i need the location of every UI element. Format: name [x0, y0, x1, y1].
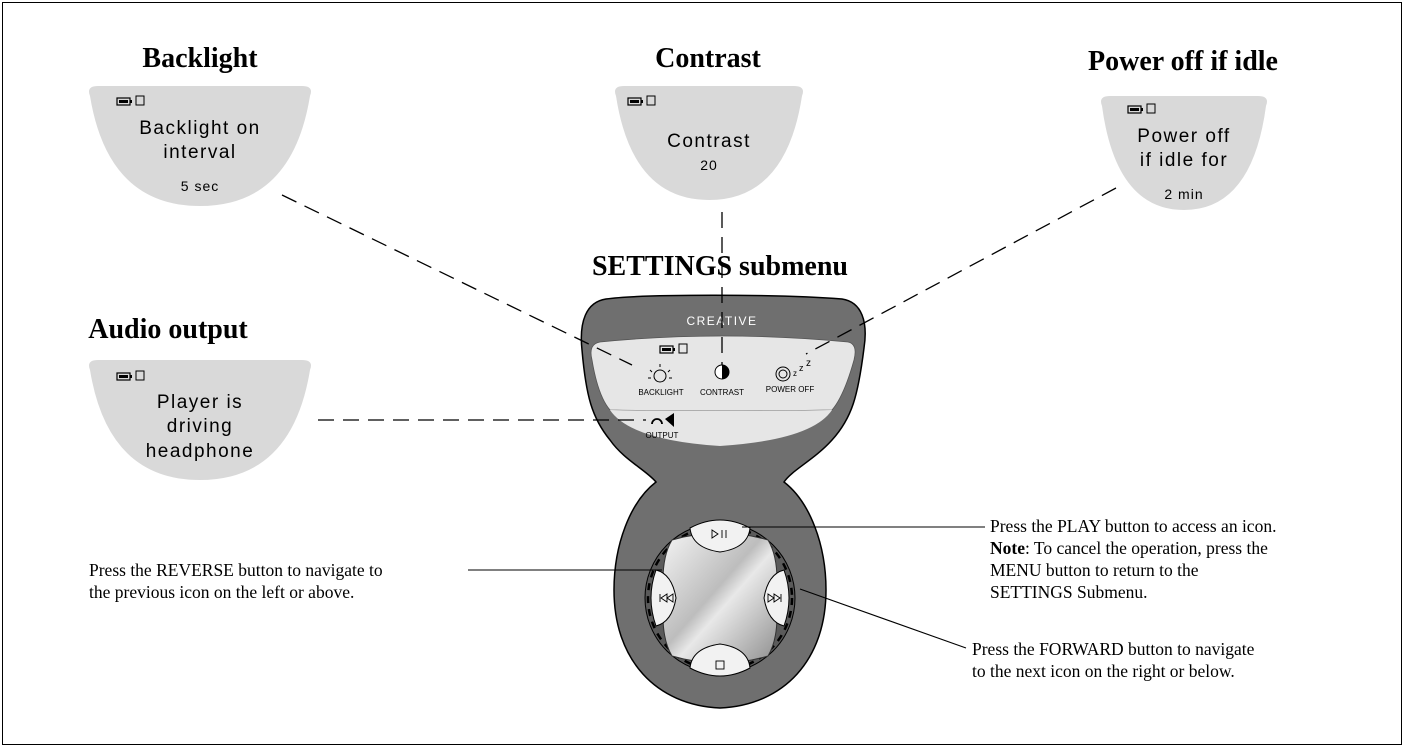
- brand-logo: CREATIVE: [686, 314, 757, 328]
- reverse-callout-line1: Press the REVERSE button to navigate to: [89, 560, 383, 580]
- play-note-text: : To cancel the operation, press the: [1025, 538, 1268, 558]
- backlight-screen-line2: interval: [163, 142, 236, 163]
- memory-icon: [135, 95, 145, 106]
- battery-icon: [659, 345, 675, 354]
- audio-output-heading: Audio output: [88, 314, 248, 345]
- play-callout-line2: Note: To cancel the operation, press the: [990, 538, 1268, 558]
- backlight-screen: Backlight on interval 5 sec: [89, 86, 311, 206]
- power-off-screen-value: 2 min: [1164, 186, 1203, 202]
- memory-icon: [135, 370, 145, 381]
- play-callout-line3: MENU button to return to the: [990, 560, 1199, 580]
- power-off-screen-line2: if idle for: [1140, 150, 1228, 171]
- output-icon-label: OUTPUT: [646, 431, 679, 440]
- dashed-connectors: [281, 187, 1117, 421]
- forward-button[interactable]: [763, 569, 790, 627]
- battery-icon: [116, 372, 132, 381]
- power-off-screen: Power off if idle for 2 min: [1101, 96, 1267, 210]
- play-note-label: Note: [990, 538, 1025, 558]
- settings-submenu-title: SETTINGS submenu: [592, 251, 848, 282]
- audio-screen-line1: Player is: [157, 392, 243, 413]
- reverse-callout-line2: the previous icon on the left or above.: [89, 582, 354, 602]
- power-off-icon[interactable]: z z z: [775, 358, 811, 382]
- memory-icon: [678, 343, 688, 354]
- backlight-screen-line1: Backlight on: [139, 118, 261, 139]
- play-callout-line1: Press the PLAY button to access an icon.: [990, 516, 1276, 536]
- power-off-icon-label: POWER OFF: [766, 385, 815, 394]
- reverse-button[interactable]: [650, 569, 677, 627]
- audio-output-screen: Player is driving headphone: [89, 360, 311, 480]
- play-button[interactable]: [689, 519, 751, 553]
- output-icon[interactable]: [651, 413, 674, 427]
- contrast-heading: Contrast: [655, 43, 761, 74]
- svg-text:z: z: [793, 369, 797, 378]
- forward-callout-line1: Press the FORWARD button to navigate: [972, 639, 1255, 659]
- power-off-heading: Power off if idle: [1088, 46, 1278, 77]
- callout-lines: [468, 526, 985, 649]
- contrast-icon-label: CONTRAST: [700, 388, 744, 397]
- audio-screen-line2: driving: [167, 416, 233, 437]
- backlight-screen-value: 5 sec: [181, 178, 219, 194]
- svg-text:z: z: [806, 358, 811, 369]
- memory-icon: [646, 95, 656, 106]
- play-callout-line4: SETTINGS Submenu.: [990, 582, 1148, 602]
- battery-icon: [116, 97, 132, 106]
- power-off-screen-line1: Power off: [1137, 126, 1230, 147]
- backlight-icon[interactable]: [648, 364, 672, 383]
- backlight-icon-label: BACKLIGHT: [638, 388, 683, 397]
- memory-icon: [1146, 103, 1156, 114]
- forward-callout-line2: to the next icon on the right or below.: [972, 661, 1235, 681]
- audio-screen-line3: headphone: [146, 441, 255, 462]
- contrast-screen-value: 20: [700, 157, 718, 173]
- player-device: CREATIVE BACKLIGHT CONTRAST z z: [580, 294, 866, 709]
- contrast-icon[interactable]: [714, 364, 730, 380]
- battery-icon: [1127, 105, 1143, 114]
- svg-text:z: z: [799, 363, 804, 373]
- contrast-screen: Contrast 20: [615, 86, 803, 200]
- backlight-heading: Backlight: [142, 43, 258, 74]
- contrast-screen-line1: Contrast: [667, 131, 751, 152]
- battery-icon: [627, 97, 643, 106]
- stop-button[interactable]: [689, 643, 751, 677]
